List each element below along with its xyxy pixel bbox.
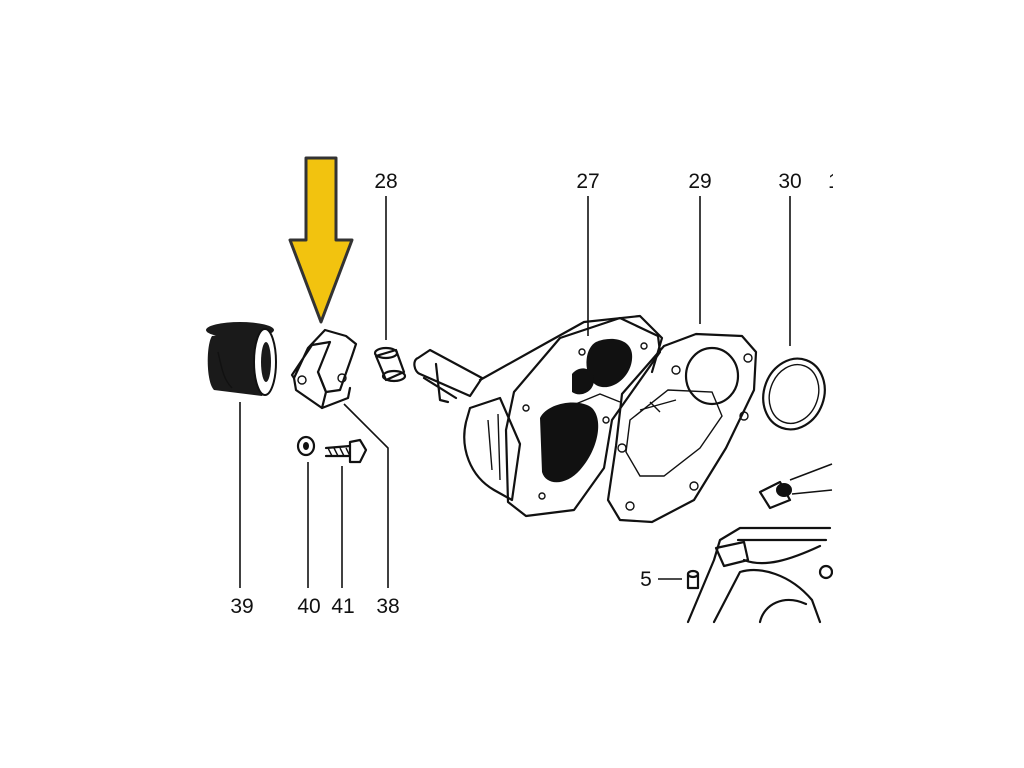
label-27: 27 (576, 170, 599, 193)
part-29-gasket (606, 332, 758, 524)
part-5-dowel (686, 569, 700, 590)
arrow-down-icon (288, 156, 354, 324)
label-28: 28 (374, 170, 397, 193)
part-39-bushing (206, 322, 277, 396)
label-41: 41 (331, 595, 354, 618)
part-gearbox-casing (686, 526, 834, 624)
label-40: 40 (297, 595, 320, 618)
part-27-housing (413, 314, 664, 518)
label-29: 29 (688, 170, 711, 193)
part-30-o-ring (762, 357, 826, 431)
part-sleeve-right (758, 463, 833, 510)
part-28-sleeve (373, 346, 407, 383)
crop-mask (833, 150, 1024, 630)
label-39: 39 (230, 595, 253, 618)
leader-lines (239, 196, 791, 588)
label-38: 38 (376, 595, 399, 618)
label-5: 5 (640, 568, 652, 591)
part-40-washer (296, 435, 316, 457)
part-41-bolt (324, 438, 368, 464)
part-38-bracket (290, 328, 358, 410)
label-30: 30 (778, 170, 801, 193)
